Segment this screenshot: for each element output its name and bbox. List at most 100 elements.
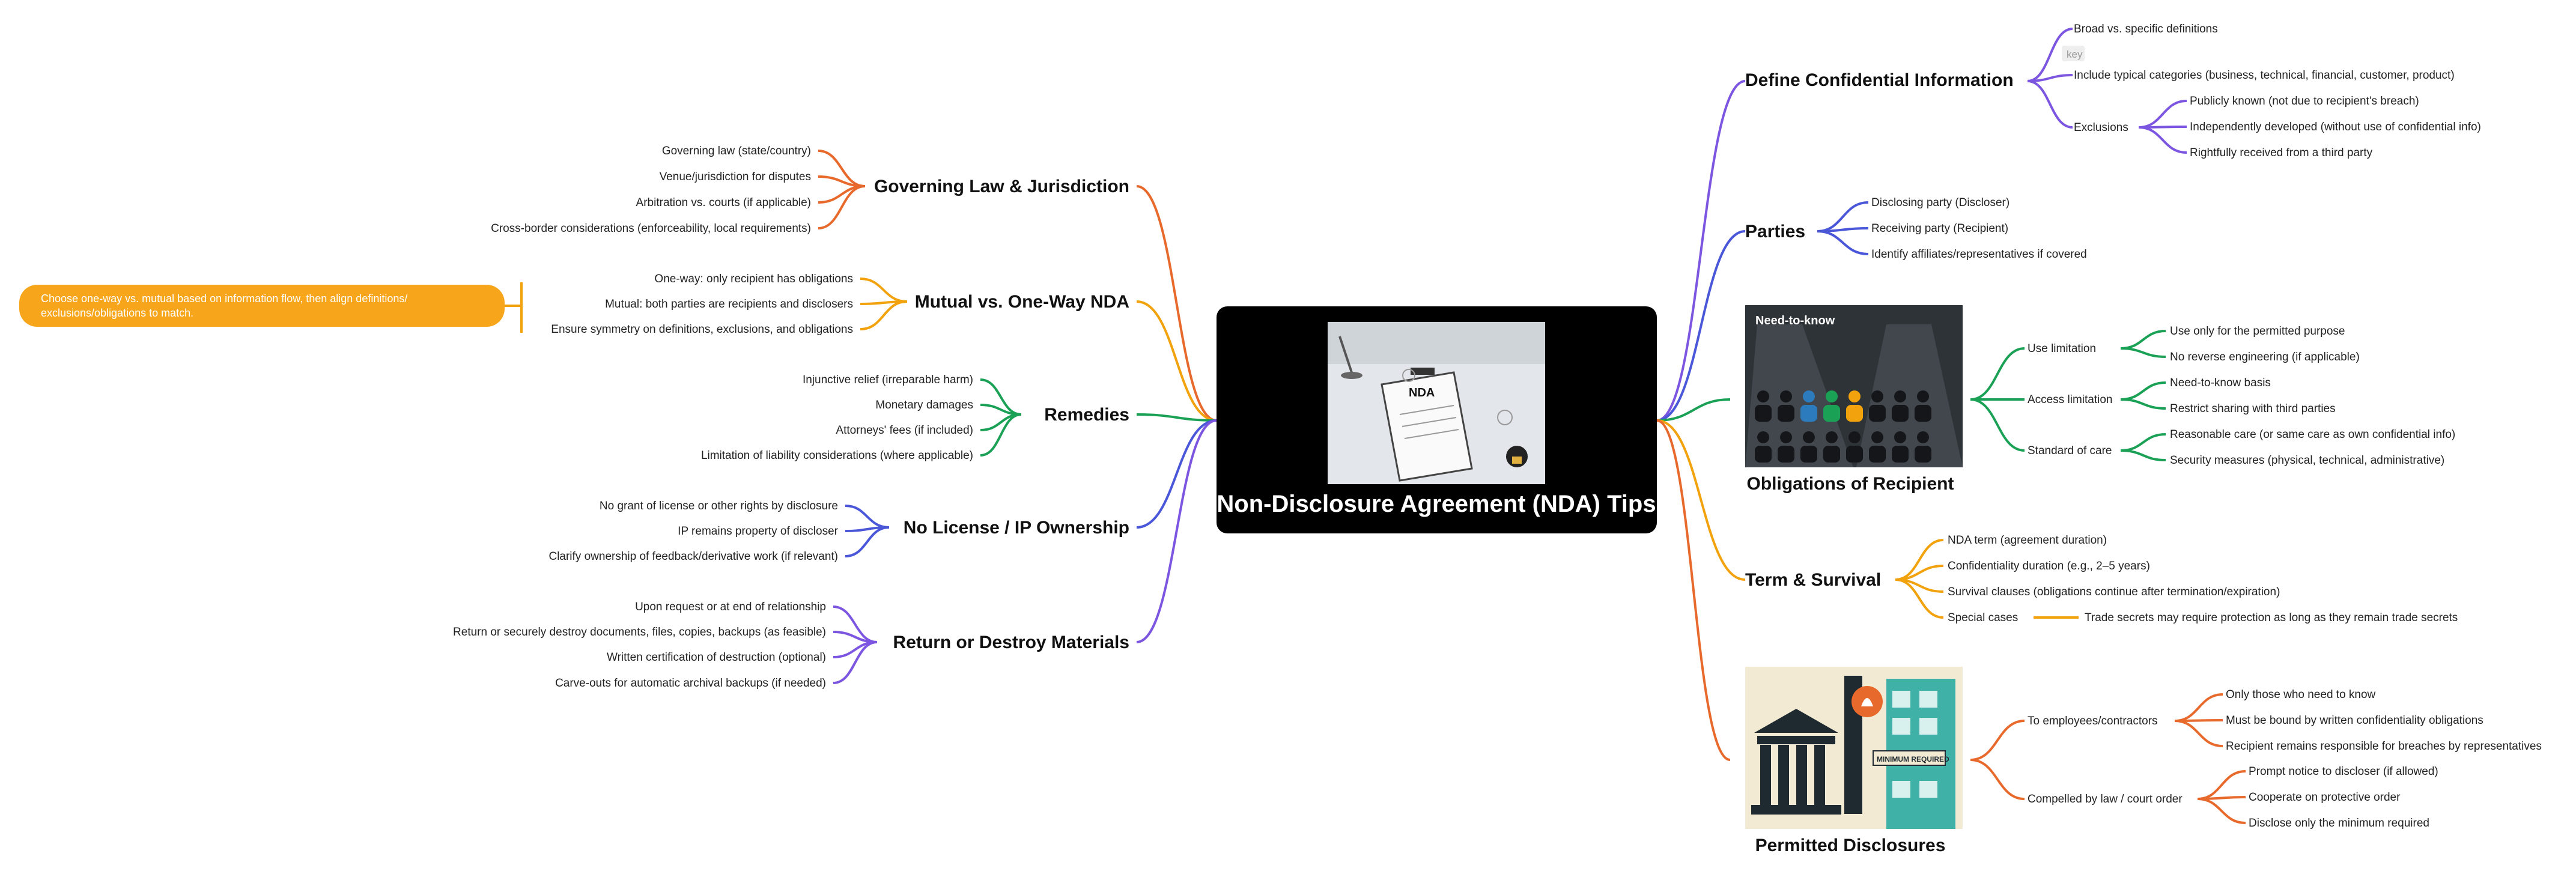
key-tag-label[interactable]: key: [2067, 49, 2083, 60]
leaf-item[interactable]: Ensure symmetry on definitions, exclusio…: [551, 323, 853, 336]
leaf-connector: [2174, 693, 2223, 722]
leaf-connector: [1970, 720, 2025, 761]
branch-title-left-4[interactable]: Return or Destroy Materials: [893, 633, 1129, 652]
exclusion-item[interactable]: Rightfully received from a third party: [2190, 147, 2373, 159]
leaf-item[interactable]: Upon request or at end of relationship: [635, 601, 826, 613]
leaf-connector: [1970, 347, 2025, 401]
leaf-item[interactable]: Cooperate on protective order: [2249, 791, 2401, 804]
branch-connector-define: [1656, 80, 1746, 422]
branch-title-left-1[interactable]: Mutual vs. One-Way NDA: [915, 292, 1129, 312]
callout[interactable]: Choose one-way vs. mutual based on infor…: [19, 285, 505, 327]
permitted-group-label[interactable]: Compelled by law / court order: [2028, 793, 2183, 806]
leaf-item[interactable]: Written certification of destruction (op…: [607, 651, 826, 664]
leaf-item[interactable]: Restrict sharing with third parties: [2170, 402, 2336, 415]
leaf-item[interactable]: Governing law (state/country): [662, 145, 811, 157]
leaf-item[interactable]: Broad vs. specific definitions: [2074, 23, 2218, 35]
leaf-item[interactable]: Receiving party (Recipient): [1871, 222, 2008, 235]
leaf-item[interactable]: Return or securely destroy documents, fi…: [453, 626, 826, 639]
branch-title-define[interactable]: Define Confidential Information: [1745, 70, 2014, 90]
leaf-item[interactable]: Need-to-know basis: [2170, 377, 2271, 389]
connectors: [505, 28, 2246, 824]
leaf-item[interactable]: Identify affiliates/representatives if c…: [1871, 248, 2087, 261]
leaf-item[interactable]: No reverse engineering (if applicable): [2170, 351, 2360, 363]
obligation-group-label[interactable]: Use limitation: [2028, 342, 2096, 355]
leaf-item[interactable]: Only those who need to know: [2226, 688, 2376, 701]
leaf-item[interactable]: Reasonable care (or same care as own con…: [2170, 428, 2455, 441]
leaf-item[interactable]: Recipient remains responsible for breach…: [2226, 740, 2542, 753]
leaf-item[interactable]: No grant of license or other rights by d…: [600, 500, 838, 512]
branch-title-permitted[interactable]: Permitted Disclosures: [1755, 836, 1946, 855]
exclusions-label[interactable]: Exclusions: [2074, 121, 2128, 134]
leaf-connector: [2174, 720, 2223, 747]
leaf-item[interactable]: Carve-outs for automatic archival backup…: [555, 677, 826, 690]
center-node[interactable]: NDA Non-Disclosure Agreement (NDA) Tips: [1217, 306, 1657, 533]
leaf-connector: [2138, 126, 2187, 154]
branch-connector-left-0: [1136, 185, 1217, 422]
leaf-connector: [2197, 798, 2246, 824]
person-icon: [1755, 390, 1772, 463]
leaf-connector: [818, 185, 866, 229]
person-icon: [1892, 390, 1909, 463]
leaf-connector: [833, 631, 878, 643]
exclusion-item[interactable]: Independently developed (without use of …: [2190, 121, 2481, 133]
leaf-item[interactable]: Disclosing party (Discloser): [1871, 196, 2009, 209]
obligation-group-label[interactable]: Access limitation: [2028, 393, 2113, 406]
leaf-connector: [1895, 578, 1944, 619]
person-icon: [1846, 390, 1863, 463]
permitted-group-label[interactable]: To employees/contractors: [2028, 715, 2158, 727]
branch-title-left-3[interactable]: No License / IP Ownership: [904, 518, 1129, 538]
leaf-connector: [2120, 381, 2166, 401]
leaf-connector: [2120, 433, 2166, 452]
leaf-item[interactable]: Limitation of liability considerations (…: [701, 449, 973, 462]
obligations-card-caption: Need-to-know: [1755, 314, 1835, 327]
branch-connector-term: [1656, 419, 1746, 581]
leaf-item[interactable]: Must be bound by written confidentiality…: [2226, 714, 2483, 727]
leaf-item[interactable]: Monetary damages: [875, 399, 973, 411]
leaf-item[interactable]: Arbitration vs. courts (if applicable): [636, 196, 811, 209]
person-icon: [1915, 390, 1931, 463]
branch-title-left-2[interactable]: Remedies: [1044, 405, 1129, 425]
special-case-item[interactable]: Trade secrets may require protection as …: [2085, 611, 2458, 624]
nda-illustration-label: NDA: [1409, 386, 1435, 399]
branch-title-term[interactable]: Term & Survival: [1745, 570, 1881, 590]
leaf-item[interactable]: Use only for the permitted purpose: [2170, 325, 2345, 338]
leaf-connector: [833, 641, 878, 684]
leaf-connector: [2027, 28, 2073, 82]
nda-illustration: NDA: [1328, 322, 1545, 484]
leaf-connector: [2120, 449, 2166, 461]
leaf-item[interactable]: Confidentiality duration (e.g., 2–5 year…: [1948, 560, 2150, 572]
leaf-item[interactable]: One-way: only recipient has obligations: [654, 273, 853, 285]
leaf-connector: [860, 278, 908, 303]
leaf-connector: [1970, 759, 2025, 800]
leaf-item[interactable]: Cross-border considerations (enforceabil…: [491, 222, 811, 235]
person-icon: [1800, 390, 1817, 463]
leaf-item[interactable]: Disclose only the minimum required: [2249, 817, 2429, 830]
exclusion-item[interactable]: Publicly known (not due to recipient's b…: [2190, 95, 2419, 108]
leaf-item[interactable]: NDA term (agreement duration): [1948, 534, 2107, 547]
branch-connector-left-1: [1136, 300, 1217, 422]
person-icon: [1869, 390, 1886, 463]
leaf-item[interactable]: Attorneys' fees (if included): [836, 424, 973, 437]
leaf-connector: [845, 505, 890, 529]
leaf-item[interactable]: Injunctive relief (irreparable harm): [803, 374, 973, 386]
permitted-card-caption: MINIMUM REQUIRED: [1877, 755, 1949, 763]
leaf-item[interactable]: Security measures (physical, technical, …: [2170, 454, 2444, 467]
leaf-item[interactable]: Prompt notice to discloser (if allowed): [2249, 765, 2438, 778]
branch-title-parties[interactable]: Parties: [1745, 222, 1805, 241]
permitted-card: MINIMUM REQUIRED: [1745, 667, 1963, 829]
leaf-item[interactable]: Mutual: both parties are recipients and …: [605, 298, 853, 311]
leaf-item[interactable]: IP remains property of discloser: [678, 525, 838, 538]
obligation-group-label[interactable]: Standard of care: [2028, 445, 2112, 457]
special-cases-label[interactable]: Special cases: [1948, 611, 2018, 624]
leaf-item[interactable]: Venue/jurisdiction for disputes: [660, 171, 811, 183]
leaf-item[interactable]: Survival clauses (obligations continue a…: [1948, 586, 2280, 598]
branch-connector-permitted: [1656, 419, 1731, 761]
branch-title-obligations[interactable]: Obligations of Recipient: [1746, 474, 1954, 494]
leaf-connector: [1817, 230, 1869, 255]
branch-title-left-0[interactable]: Governing Law & Jurisdiction: [874, 177, 1129, 196]
person-icon: [1778, 390, 1794, 463]
leaf-item[interactable]: Include typical categories (business, te…: [2074, 69, 2455, 82]
leaf-connector: [818, 175, 866, 187]
branch-connector-obligations: [1656, 398, 1731, 422]
leaf-item[interactable]: Clarify ownership of feedback/derivative…: [548, 550, 838, 563]
